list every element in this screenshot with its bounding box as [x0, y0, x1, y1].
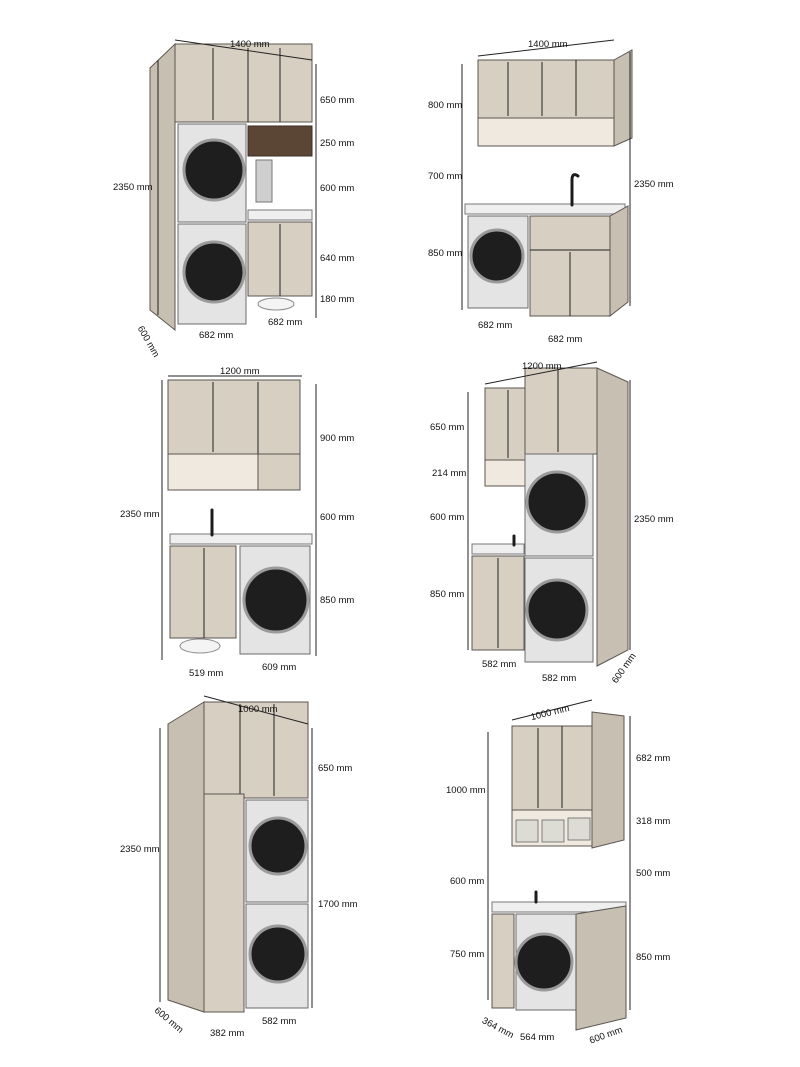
dim-label: 650 mm [320, 95, 354, 106]
dim-label: 1000 mm [530, 703, 571, 723]
dim-label: 2350 mm [120, 844, 160, 855]
dim-label: 2350 mm [113, 182, 153, 193]
upper-cabinet [511, 725, 593, 811]
dim-label: 850 mm [636, 952, 670, 963]
dim-label: 682 mm [548, 334, 582, 345]
washer-drum [242, 566, 310, 634]
dim-label: 750 mm [450, 949, 484, 960]
dim-label: 564 mm [520, 1032, 554, 1043]
open-shelf [477, 117, 615, 147]
dim-label: 650 mm [318, 763, 352, 774]
dim-label: 600 mm [450, 876, 484, 887]
countertop [247, 209, 313, 221]
washer-drum [248, 924, 308, 984]
dim-label: 382 mm [210, 1028, 244, 1039]
upper-cabinet [203, 701, 309, 799]
dim-label: 850 mm [428, 248, 462, 259]
upper-cabinet [174, 43, 313, 123]
dim-label: 180 mm [320, 294, 354, 305]
washer-drum [525, 578, 589, 642]
dim-label: 850 mm [320, 595, 354, 606]
dim-label: 1000 mm [446, 785, 486, 796]
side-panel [167, 701, 205, 1013]
dim-label: 364 mm [480, 1015, 516, 1041]
dim-label: 600 mm [320, 183, 354, 194]
countertop [464, 203, 626, 215]
storage-box [567, 817, 591, 841]
layout-5: 1000 mm 650 mm 2350 mm 1700 mm 600 mm 38… [120, 695, 358, 1039]
dim-label: 2350 mm [634, 514, 674, 525]
upper-cabinet [167, 379, 301, 455]
dim-label: 1000 mm [238, 704, 278, 715]
dim-label: 214 mm [432, 468, 466, 479]
side-panel [575, 905, 627, 1031]
dim-label: 600 mm [430, 512, 464, 523]
dim-label: 682 mm [268, 317, 302, 328]
washer-drum [182, 240, 246, 304]
open-shelf [167, 453, 259, 491]
washer-drum [182, 138, 246, 202]
dim-label: 582 mm [542, 673, 576, 684]
lower-cabinet [169, 545, 237, 639]
washer-drum [248, 816, 308, 876]
dim-label: 650 mm [430, 422, 464, 433]
layout-4: 1200 mm 650 mm 214 mm 2350 mm 600 mm 850… [430, 361, 674, 686]
countertop [471, 543, 525, 555]
dim-label: 1400 mm [528, 39, 568, 50]
storage-box [515, 819, 539, 843]
layout-1: 1400 mm 650 mm 250 mm 2350 mm 600 mm 640… [113, 39, 354, 359]
dim-label: 600 mm [320, 512, 354, 523]
dim-label: 600 mm [135, 324, 162, 359]
countertop [169, 533, 313, 545]
dim-label: 1700 mm [318, 899, 358, 910]
faucet [570, 173, 580, 207]
dim-label: 800 mm [428, 100, 462, 111]
side-panel [591, 711, 625, 849]
dim-label: 640 mm [320, 253, 354, 264]
dim-label: 1200 mm [522, 361, 562, 372]
dim-label: 600 mm [588, 1024, 624, 1046]
robot-vacuum [179, 638, 221, 654]
dim-label: 682 mm [636, 753, 670, 764]
washer-drum [469, 228, 525, 284]
open-shelf [247, 125, 313, 157]
open-shelf [484, 459, 526, 487]
washer-drum [514, 932, 574, 992]
mirror [255, 159, 273, 203]
side-panel [609, 205, 629, 318]
dim-label: 2350 mm [120, 509, 160, 520]
dim-label: 582 mm [482, 659, 516, 670]
side-panel [149, 42, 176, 332]
dim-label: 318 mm [636, 816, 670, 827]
upper-cabinet [524, 367, 598, 455]
layout-3: 1200 mm 900 mm 2350 mm 600 mm 850 mm 519… [120, 366, 354, 679]
dim-label: 500 mm [636, 868, 670, 879]
upper-cabinet [477, 59, 615, 119]
tall-cabinet [203, 793, 245, 1013]
washer-drum [525, 470, 589, 534]
dim-label: 1400 mm [230, 39, 270, 50]
dim-label: 682 mm [199, 330, 233, 341]
side-panel [596, 367, 629, 667]
dim-label: 519 mm [189, 668, 223, 679]
dim-label: 900 mm [320, 433, 354, 444]
upper-cabinet-side [257, 453, 301, 491]
dim-label: 600 mm [152, 1005, 185, 1036]
robot-vacuum [257, 297, 295, 311]
dim-label: 250 mm [320, 138, 354, 149]
dim-label: 582 mm [262, 1016, 296, 1027]
dim-label: 700 mm [428, 171, 462, 182]
dim-label: 850 mm [430, 589, 464, 600]
dim-label: 682 mm [478, 320, 512, 331]
layout-2: 1400 mm 800 mm 700 mm 2350 mm 850 mm 682… [428, 39, 674, 345]
dim-label: 1200 mm [220, 366, 260, 377]
dim-label: 609 mm [262, 662, 296, 673]
storage-box [541, 819, 565, 843]
dim-label: 2350 mm [634, 179, 674, 190]
side-panel [613, 49, 633, 147]
upper-cabinet [484, 387, 526, 461]
narrow-cabinet [491, 913, 515, 1009]
layout-6: 1000 mm 682 mm 1000 mm 318 mm 600 mm 500… [446, 699, 670, 1047]
